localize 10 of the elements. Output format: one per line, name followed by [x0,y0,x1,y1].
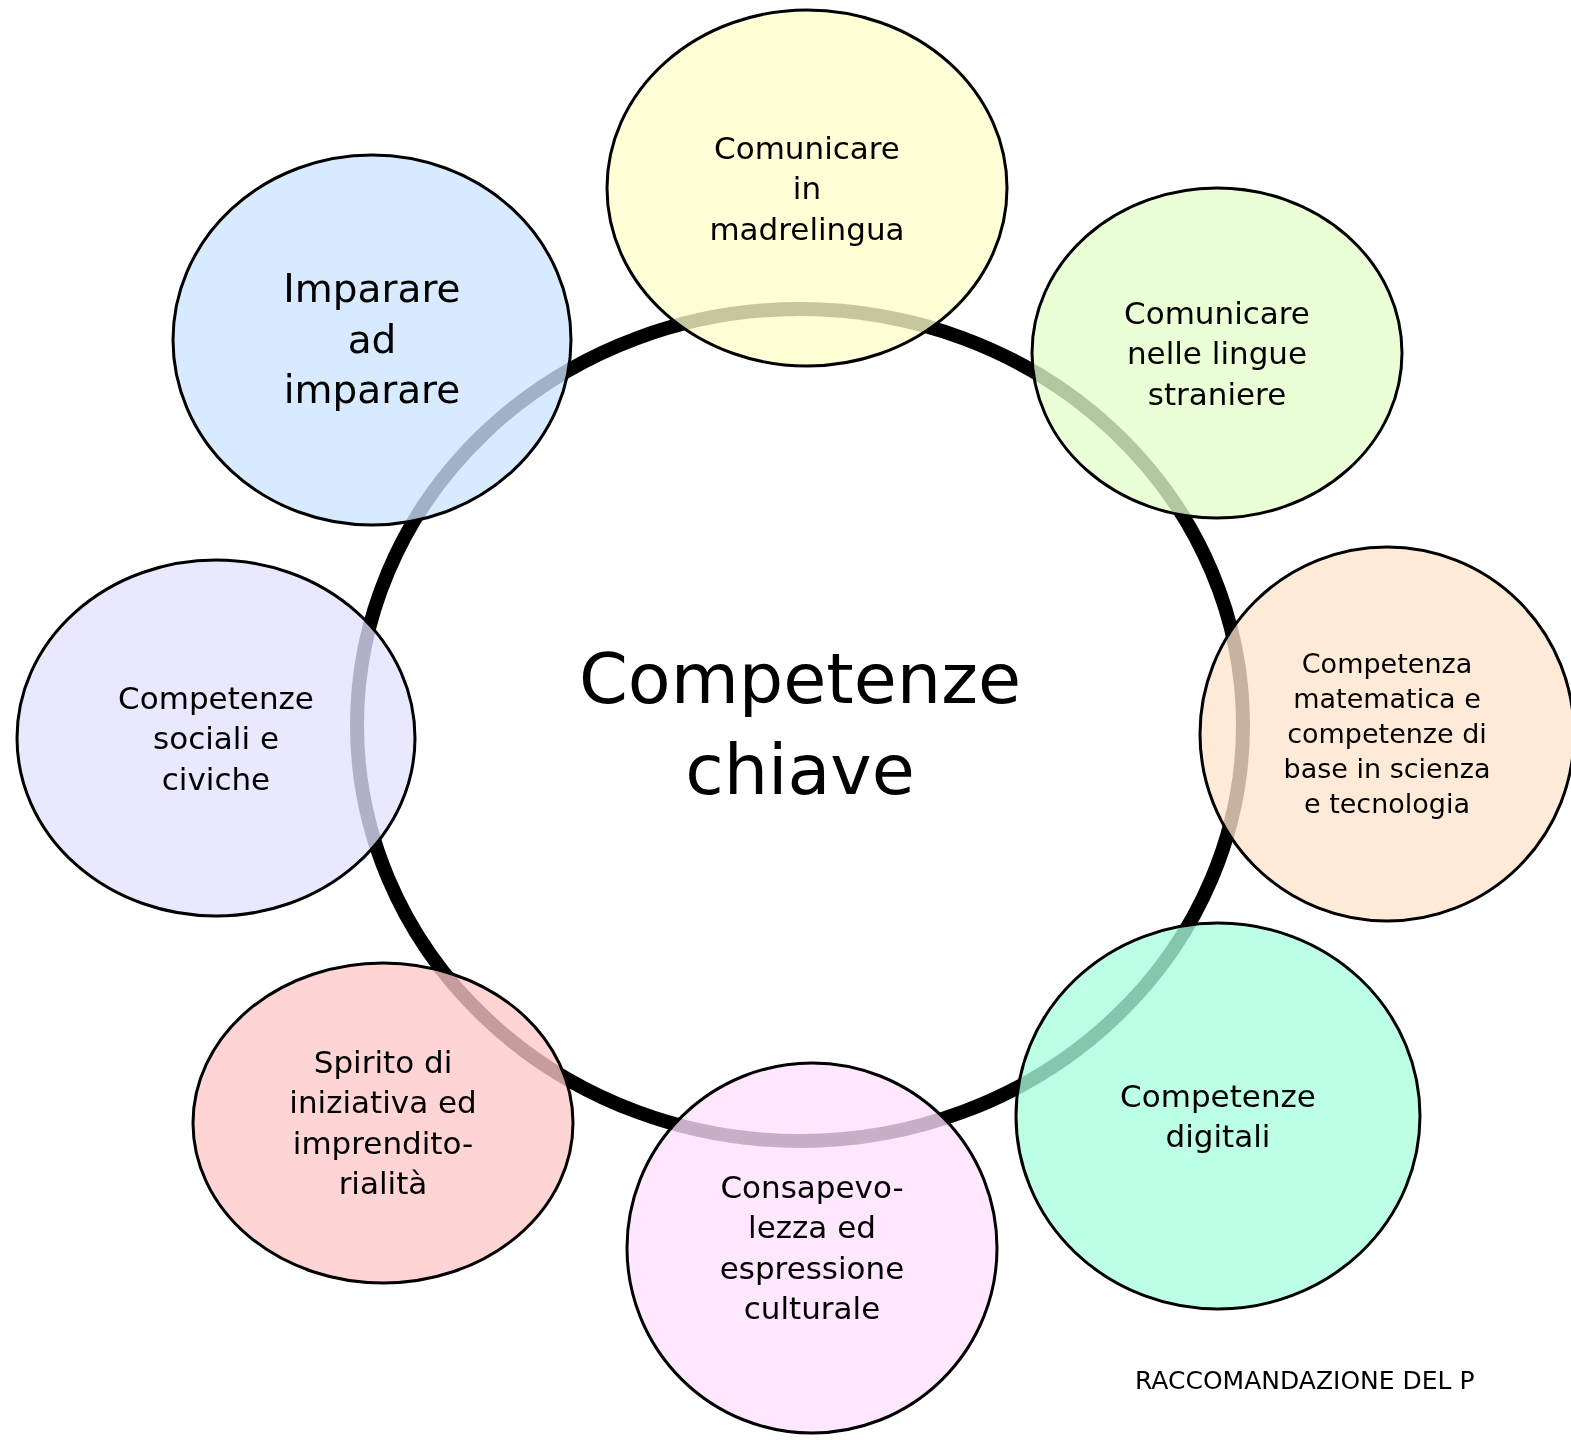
bubble-label: Competenze digitali [1119,1076,1317,1156]
bubble-label: Comunicare nelle lingue straniere [1123,293,1311,414]
bubble-label: Competenza matematica e competenze di base in scienza e tecnologia [1282,647,1492,822]
note-text: RACCOMANDAZIONE DEL P [1135,1366,1475,1395]
center-title: Competenze chiave [577,637,1023,813]
bubble-label: Spirito di iniziativa ed imprendito- rialità [288,1043,478,1204]
bubble-label: Imparare ad imparare [282,264,462,415]
bubble-label: Consapevo- lezza ed espressione culturale [718,1168,906,1329]
bubble-label: Competenze sociali e civiche [117,678,315,799]
bubble-label: Comunicare in madrelingua [708,128,906,249]
